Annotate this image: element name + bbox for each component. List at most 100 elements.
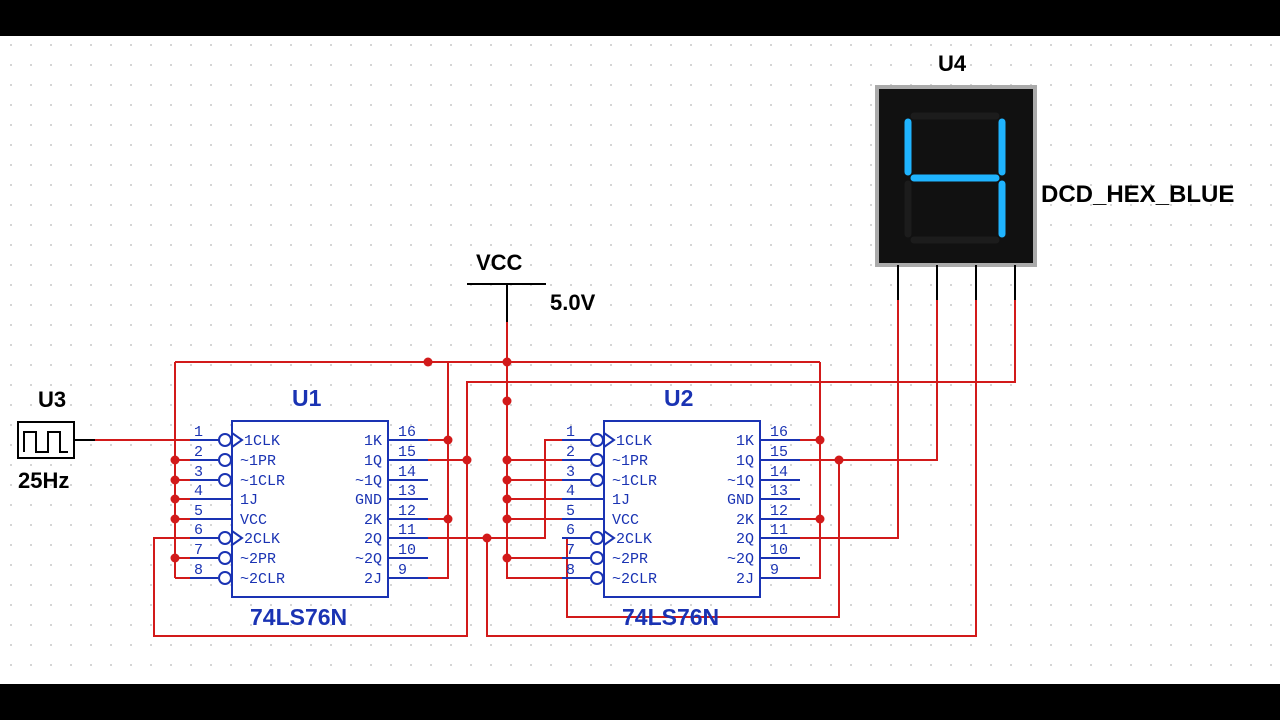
junction [834, 455, 844, 465]
pin-number: 8 [566, 562, 575, 579]
pin-number: 4 [194, 483, 203, 500]
pin-name: 1J [612, 492, 630, 509]
pin-number: 14 [770, 464, 788, 481]
pin-name: ~2PR [612, 551, 648, 568]
flip-flop-chips: U174LS76N11CLK2~1PR3~1CLR41J5VCC62CLK7~2… [190, 385, 800, 630]
junction [502, 357, 512, 367]
pin-name: ~1PR [240, 453, 276, 470]
display-pins [897, 265, 1016, 300]
pin-name: ~2PR [240, 551, 276, 568]
pin-name: VCC [240, 512, 267, 529]
hex-display[interactable]: U4 DCD_HEX_BLUE [875, 51, 1234, 300]
pin-number: 5 [566, 503, 575, 520]
wire-u1-1q[interactable] [153, 459, 468, 637]
inversion-bubble [590, 473, 604, 487]
pin-name: 2J [364, 571, 382, 588]
pin-name: 1J [240, 492, 258, 509]
inversion-bubble [590, 433, 604, 447]
wire-u2-jk-rail[interactable] [800, 362, 821, 579]
pin-name: ~1PR [612, 453, 648, 470]
chip-u1[interactable]: U174LS76N11CLK2~1PR3~1CLR41J5VCC62CLK7~2… [190, 385, 428, 630]
wire-u1-1q-to-display[interactable] [466, 300, 1016, 460]
junction [482, 533, 492, 543]
pin-number: 11 [398, 522, 416, 539]
inversion-bubble [590, 453, 604, 467]
junction [502, 494, 512, 504]
pin-number: 13 [398, 483, 416, 500]
pin-name: 2J [736, 571, 754, 588]
chip-part-number: 74LS76N [250, 604, 347, 630]
pin-name: GND [727, 492, 754, 509]
inversion-bubble [218, 571, 232, 585]
junction [170, 455, 180, 465]
junction [443, 514, 453, 524]
inversion-bubble [218, 551, 232, 565]
clock-source[interactable]: U3 25Hz [17, 387, 95, 493]
inversion-bubble [590, 571, 604, 585]
junction [462, 455, 472, 465]
clock-wedge [603, 432, 616, 448]
junction [502, 514, 512, 524]
display-refdes: U4 [938, 51, 967, 76]
vcc-voltage: 5.0V [550, 290, 596, 315]
junction [502, 553, 512, 563]
clock-wedge [231, 432, 244, 448]
pin-name: ~2Q [355, 551, 382, 568]
junction [502, 475, 512, 485]
pin-number: 9 [770, 562, 779, 579]
wire-u2-1q[interactable] [800, 300, 938, 461]
chip-refdes: U2 [664, 385, 693, 411]
pin-name: ~2CLR [612, 571, 657, 588]
top-letterbox [0, 0, 1280, 36]
pin-number: 9 [398, 562, 407, 579]
pin-number: 2 [566, 444, 575, 461]
junction [443, 435, 453, 445]
bottom-letterbox [0, 684, 1280, 720]
pin-name: 2K [364, 512, 382, 529]
pin-name: ~1CLR [612, 473, 657, 490]
clock-frequency: 25Hz [18, 468, 69, 493]
pin-number: 13 [770, 483, 788, 500]
square-wave-symbol [23, 431, 68, 453]
inversion-bubble [218, 473, 232, 487]
pin-name: 1K [364, 433, 382, 450]
wire-u1-2q-to-display[interactable] [486, 300, 977, 637]
pin-name: ~2CLR [240, 571, 285, 588]
pin-number: 7 [566, 542, 575, 559]
clock-refdes: U3 [38, 387, 66, 412]
pin-name: GND [355, 492, 382, 509]
pin-number: 2 [194, 444, 203, 461]
pin-name: 1Q [364, 453, 382, 470]
wire-u2-2q[interactable] [800, 300, 899, 539]
pin-number: 15 [770, 444, 788, 461]
pin-name: ~1Q [355, 473, 382, 490]
chip-u2[interactable]: U274LS76N11CLK2~1PR3~1CLR41J5VCC62CLK7~2… [562, 385, 800, 630]
pin-number: 5 [194, 503, 203, 520]
inversion-bubble [590, 551, 604, 565]
pin-number: 16 [770, 424, 788, 441]
display-model: DCD_HEX_BLUE [1041, 181, 1234, 208]
inversion-bubble [218, 433, 232, 447]
pin-number: 3 [194, 464, 203, 481]
pin-number: 6 [194, 522, 203, 539]
pin-number: 12 [770, 503, 788, 520]
chip-part-number: 74LS76N [622, 604, 719, 630]
chip-body [231, 420, 389, 598]
pin-name: 1Q [736, 453, 754, 470]
pin-number: 4 [566, 483, 575, 500]
pin-number: 16 [398, 424, 416, 441]
junction [170, 475, 180, 485]
pin-number: 14 [398, 464, 416, 481]
pin-name: 1K [736, 433, 754, 450]
wire-u1-jk-rail[interactable] [428, 361, 449, 579]
pin-number: 1 [194, 424, 203, 441]
pin-number: 12 [398, 503, 416, 520]
junction [502, 455, 512, 465]
pin-number: 11 [770, 522, 788, 539]
clock-wedge [231, 530, 244, 546]
vcc-supply[interactable]: VCC 5.0V [467, 250, 596, 322]
pin-number: 3 [566, 464, 575, 481]
pin-name: 2Q [364, 531, 382, 548]
pin-number: 10 [398, 542, 416, 559]
